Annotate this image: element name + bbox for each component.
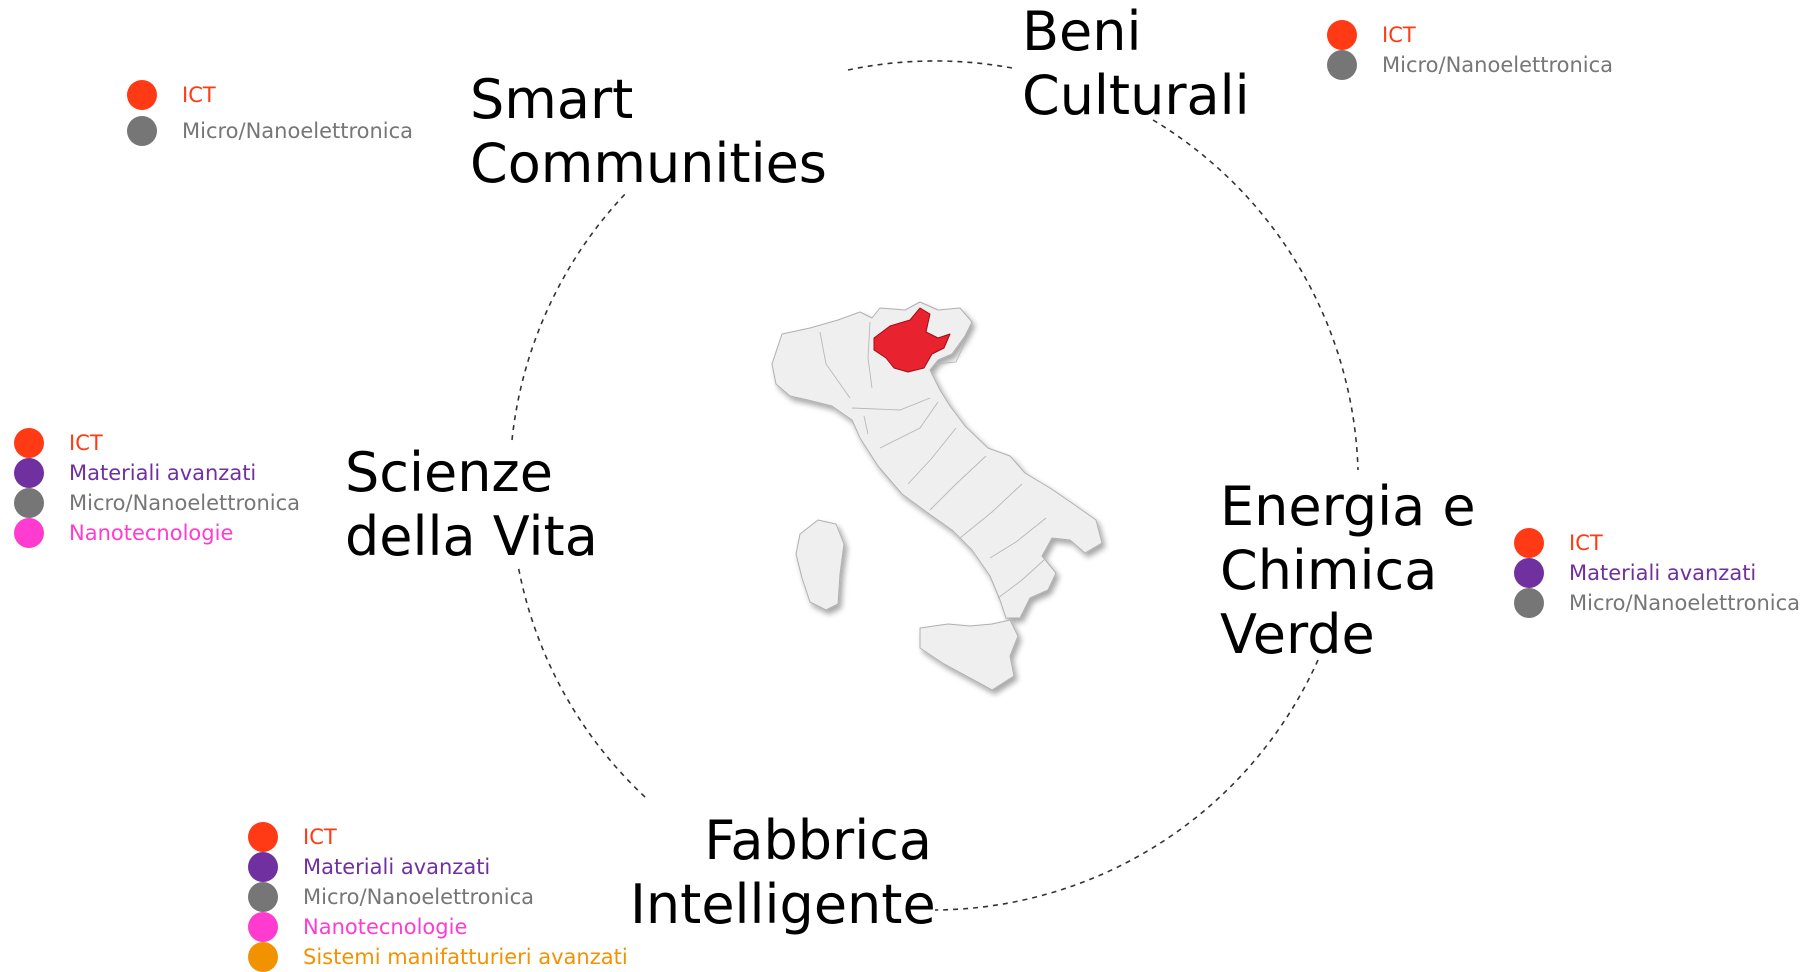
legend-dot-icon: [248, 852, 278, 882]
legend-label: Micro/Nanoelettronica: [1382, 53, 1614, 77]
ring-arc-bottom-left: [517, 564, 646, 798]
legend-dot-icon: [14, 428, 44, 458]
sector-title-beni-culturali: Beni Culturali: [1022, 0, 1250, 128]
sector-title-fabbrica: Fabbrica Intelligente: [630, 809, 936, 937]
sector-title-line: Culturali: [1022, 64, 1250, 127]
legend-dot-icon: [14, 518, 44, 548]
legend-label: Micro/Nanoelettronica: [69, 491, 301, 515]
legend-dot-icon: [248, 912, 278, 942]
sector-title-line: Communities: [470, 132, 827, 195]
legend-label: Materiali avanzati: [1569, 561, 1757, 585]
legend-item-micro: Micro/Nanoelettronica: [1514, 588, 1800, 618]
sector-title-line: Scienze: [345, 441, 553, 504]
region-borders: [819, 321, 1047, 599]
legend-label: Materiali avanzati: [69, 461, 257, 485]
legend-item-micro: Micro/Nanoelettronica: [1327, 50, 1613, 80]
legend-item-materiali: Materiali avanzati: [248, 852, 628, 882]
legend-dot-icon: [127, 80, 157, 110]
legend-item-nano: Nanotecnologie: [14, 518, 300, 548]
legend-item-nano: Nanotecnologie: [248, 912, 628, 942]
sardinia-shape: [795, 519, 845, 611]
legend-dot-icon: [1327, 20, 1357, 50]
ring-arc-bottom-right: [934, 659, 1319, 911]
legend-label: ICT: [182, 83, 216, 107]
legend-dot-icon: [248, 882, 278, 912]
legend-label: Micro/Nanoelettronica: [1569, 591, 1801, 615]
sector-title-line: Fabbrica: [704, 809, 932, 872]
legend-dot-icon: [127, 116, 157, 146]
ring-arc-top: [847, 60, 1013, 71]
legend-dot-icon: [1514, 588, 1544, 618]
legend-item-sistemi: Sistemi manifatturieri avanzati: [248, 942, 628, 972]
sector-title-smart-communities: Smart Communities: [470, 68, 827, 196]
legend-smart-communities: ICT Micro/Nanoelettronica: [127, 80, 413, 146]
ring-arc-left: [511, 191, 628, 441]
legend-item-materiali: Materiali avanzati: [14, 458, 300, 488]
sector-title-energia: Energia e Chimica Verde: [1220, 475, 1476, 667]
legend-label: Materiali avanzati: [303, 855, 491, 879]
legend-dot-icon: [1514, 528, 1544, 558]
sicily-shape: [919, 619, 1019, 691]
legend-item-ict: ICT: [1327, 20, 1613, 50]
veneto-region: [873, 307, 951, 373]
legend-label: Nanotecnologie: [69, 521, 234, 545]
legend-item-micro: Micro/Nanoelettronica: [127, 116, 413, 146]
legend-dot-icon: [1514, 558, 1544, 588]
italy-map: [771, 301, 1103, 691]
sector-title-scienze-vita: Scienze della Vita: [345, 441, 598, 569]
legend-dot-icon: [14, 458, 44, 488]
legend-dot-icon: [248, 822, 278, 852]
legend-label: ICT: [303, 825, 337, 849]
legend-dot-icon: [1327, 50, 1357, 80]
legend-item-micro: Micro/Nanoelettronica: [248, 882, 628, 912]
sector-title-line: Chimica: [1220, 539, 1438, 602]
sector-title-line: Verde: [1220, 603, 1375, 666]
legend-item-ict: ICT: [14, 428, 300, 458]
sector-title-line: Intelligente: [630, 873, 936, 936]
legend-label: ICT: [1382, 23, 1416, 47]
legend-label: Micro/Nanoelettronica: [182, 119, 414, 143]
legend-label: ICT: [69, 431, 103, 455]
legend-label: ICT: [1569, 531, 1603, 555]
sector-title-line: Energia e: [1220, 475, 1476, 538]
legend-dot-icon: [248, 942, 278, 972]
ring-arc-right: [1152, 119, 1359, 471]
sector-title-line: Smart: [470, 68, 634, 131]
legend-item-ict: ICT: [127, 80, 413, 110]
legend-item-ict: ICT: [248, 822, 628, 852]
sector-title-line: della Vita: [345, 505, 598, 568]
legend-dot-icon: [14, 488, 44, 518]
sector-title-line: Beni: [1022, 0, 1142, 63]
legend-beni-culturali: ICT Micro/Nanoelettronica: [1327, 20, 1613, 80]
legend-item-materiali: Materiali avanzati: [1514, 558, 1800, 588]
legend-label: Micro/Nanoelettronica: [303, 885, 535, 909]
legend-item-micro: Micro/Nanoelettronica: [14, 488, 300, 518]
legend-label: Sistemi manifatturieri avanzati: [303, 945, 628, 969]
legend-label: Nanotecnologie: [303, 915, 468, 939]
legend-item-ict: ICT: [1514, 528, 1800, 558]
